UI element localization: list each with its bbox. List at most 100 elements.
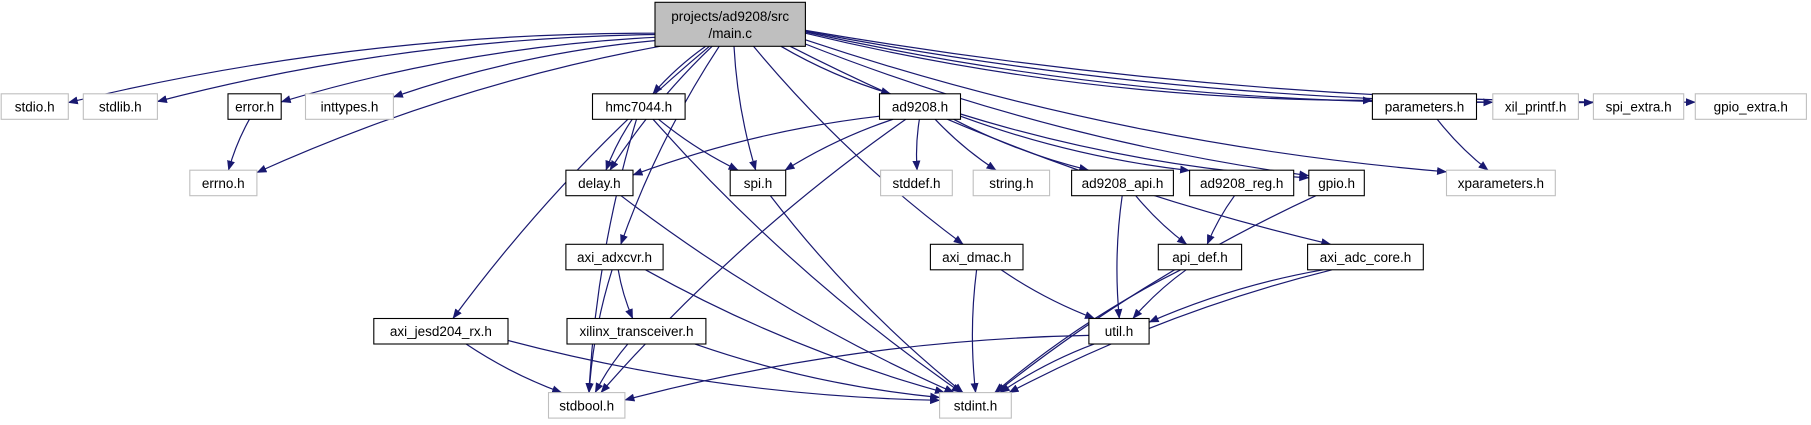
node-xilinx-label: xilinx_transceiver.h bbox=[579, 324, 693, 339]
node-error-label: error.h bbox=[235, 100, 274, 115]
edge-ad9208api-to-apidef bbox=[1135, 195, 1188, 245]
node-hmc7044[interactable]: hmc7044.h bbox=[591, 93, 686, 120]
node-errno: errno.h bbox=[189, 169, 258, 197]
edge-main-to-gpio bbox=[805, 43, 1310, 179]
node-main-label: /main.c bbox=[708, 26, 752, 41]
edge-ad9208-to-ad9208reg bbox=[960, 115, 1191, 174]
node-ad9208-label: ad9208.h bbox=[892, 100, 948, 115]
node-xparameters: xparameters.h bbox=[1445, 169, 1556, 197]
edge-axiadxcvr-to-stdint bbox=[645, 269, 945, 394]
node-stddef-box bbox=[880, 169, 953, 197]
node-ad9208api-box bbox=[1071, 169, 1174, 197]
node-hmc7044-box bbox=[591, 93, 686, 120]
edge-ad9208-to-delay bbox=[632, 115, 880, 176]
node-apidef-box bbox=[1157, 243, 1243, 271]
node-xilprintf-label: xil_printf.h bbox=[1505, 100, 1567, 115]
edge-axiadccore-to-stdint bbox=[1008, 269, 1333, 394]
node-gpio-label: gpio.h bbox=[1318, 176, 1355, 191]
edge-main-to-spi bbox=[733, 46, 757, 171]
node-ad9208reg-label: ad9208_reg.h bbox=[1200, 176, 1283, 191]
node-axijesd-label: axi_jesd204_rx.h bbox=[390, 324, 492, 339]
edge-main-to-axiadccore bbox=[789, 45, 1332, 247]
node-main[interactable]: projects/ad9208/src/main.c bbox=[654, 1, 806, 47]
node-stdio: stdio.h bbox=[0, 93, 69, 120]
node-axidmac[interactable]: axi_dmac.h bbox=[929, 243, 1024, 271]
node-spiextra-label: spi_extra.h bbox=[1606, 100, 1672, 115]
node-error-box bbox=[227, 93, 282, 120]
edge-main-to-xilprintf bbox=[805, 31, 1494, 107]
edge-main-to-stdlib bbox=[156, 33, 656, 103]
node-delay[interactable]: delay.h bbox=[565, 169, 634, 197]
node-apidef-label: api_def.h bbox=[1172, 250, 1228, 265]
node-stdint-box bbox=[939, 392, 1012, 419]
edge-ad9208api-to-util bbox=[1114, 195, 1123, 319]
node-ad9208[interactable]: ad9208.h bbox=[878, 93, 962, 120]
node-axiadxcvr[interactable]: axi_adxcvr.h bbox=[565, 243, 664, 271]
edge-parameters-to-xparameters bbox=[1436, 118, 1489, 171]
node-inttypes-label: inttypes.h bbox=[321, 100, 379, 115]
node-axiadccore[interactable]: axi_adc_core.h bbox=[1307, 243, 1424, 271]
node-xparameters-label: xparameters.h bbox=[1458, 176, 1544, 191]
edges-layer bbox=[67, 29, 1696, 405]
node-main-label: projects/ad9208/src bbox=[671, 9, 789, 24]
node-apidef[interactable]: api_def.h bbox=[1157, 243, 1243, 271]
node-axiadccore-box bbox=[1307, 243, 1424, 271]
node-gpio[interactable]: gpio.h bbox=[1308, 169, 1365, 197]
node-spi[interactable]: spi.h bbox=[729, 169, 787, 197]
node-xilinx[interactable]: xilinx_transceiver.h bbox=[566, 317, 707, 345]
edge-axidmac-to-stdint bbox=[970, 269, 979, 394]
edge-main-to-xparameters bbox=[805, 39, 1447, 175]
node-spi-box bbox=[729, 169, 787, 197]
node-util[interactable]: util.h bbox=[1088, 317, 1150, 345]
edge-error-to-errno bbox=[227, 119, 250, 171]
node-axiadxcvr-label: axi_adxcvr.h bbox=[577, 250, 652, 265]
node-ad9208api[interactable]: ad9208_api.h bbox=[1071, 169, 1174, 197]
node-stdio-label: stdio.h bbox=[15, 100, 55, 115]
node-ad9208reg[interactable]: ad9208_reg.h bbox=[1189, 169, 1295, 197]
node-string-box bbox=[972, 169, 1051, 197]
node-string: string.h bbox=[972, 169, 1051, 197]
node-parameters-label: parameters.h bbox=[1385, 100, 1465, 115]
node-stdlib-box bbox=[82, 93, 158, 120]
edge-util-to-stdint bbox=[999, 343, 1095, 394]
edge-axiadccore-to-util bbox=[1148, 269, 1324, 323]
node-stdlib: stdlib.h bbox=[82, 93, 158, 120]
edge-apidef-to-util bbox=[1132, 269, 1187, 319]
node-inttypes-box bbox=[304, 93, 394, 120]
node-spiextra: spi_extra.h bbox=[1592, 93, 1685, 120]
node-axiadccore-label: axi_adc_core.h bbox=[1320, 250, 1412, 265]
edge-delay-to-stdint bbox=[620, 195, 955, 394]
node-spi-label: spi.h bbox=[744, 176, 773, 191]
node-gpioextra: gpio_extra.h bbox=[1694, 93, 1807, 120]
node-stdbool-label: stdbool.h bbox=[559, 398, 614, 413]
node-inttypes: inttypes.h bbox=[304, 93, 394, 120]
edge-main-to-errno bbox=[256, 45, 661, 174]
node-gpioextra-label: gpio_extra.h bbox=[1714, 100, 1788, 115]
edge-hmc7044-to-stdint bbox=[652, 118, 962, 394]
node-parameters[interactable]: parameters.h bbox=[1371, 93, 1478, 120]
node-axijesd[interactable]: axi_jesd204_rx.h bbox=[373, 317, 509, 345]
node-ad9208api-label: ad9208_api.h bbox=[1082, 176, 1164, 191]
node-axidmac-label: axi_dmac.h bbox=[942, 250, 1011, 265]
node-stdbool: stdbool.h bbox=[547, 392, 626, 419]
edge-main-to-ad9208 bbox=[780, 45, 892, 95]
edge-main-to-stdio bbox=[67, 32, 656, 105]
edge-axidmac-to-util bbox=[1000, 269, 1095, 320]
edge-gpio-to-stdint bbox=[995, 195, 1317, 394]
node-xilprintf: xil_printf.h bbox=[1492, 93, 1579, 120]
edge-spi-to-stdint bbox=[769, 195, 964, 394]
node-gpio-box bbox=[1308, 169, 1365, 197]
node-xilprintf-box bbox=[1492, 93, 1579, 120]
node-error[interactable]: error.h bbox=[227, 93, 282, 120]
node-delay-box bbox=[565, 169, 634, 197]
node-stddef: stddef.h bbox=[880, 169, 953, 197]
edge-main-to-parameters bbox=[805, 32, 1373, 105]
node-stdio-box bbox=[0, 93, 69, 120]
node-parameters-box bbox=[1371, 93, 1478, 120]
node-axidmac-box bbox=[929, 243, 1024, 271]
node-axiadxcvr-box bbox=[565, 243, 664, 271]
node-stdlib-label: stdlib.h bbox=[99, 100, 142, 115]
edge-ad9208-to-stddef bbox=[912, 119, 921, 171]
edge-hmc7044-to-delay bbox=[605, 118, 633, 171]
